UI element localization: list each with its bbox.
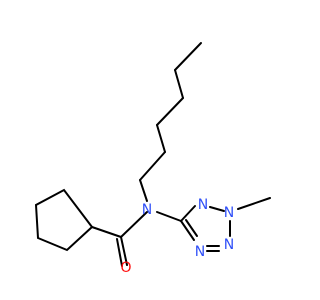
tetrazole-c-n4-bond <box>180 205 196 222</box>
hexyl-bond-4 <box>156 97 184 126</box>
hexyl-bond-3 <box>156 124 166 153</box>
cyclopentane-ring <box>34 188 93 252</box>
atom-label-layer: N O N N N N <box>120 197 234 276</box>
tetrazole-n2-label: N <box>224 237 234 253</box>
carbonyl-to-ring-bond <box>91 226 122 238</box>
hexyl-bond-1 <box>139 179 148 202</box>
tetrazole-n1-label: N <box>224 205 234 221</box>
carbonyl-double-bond-b <box>116 238 123 267</box>
hexyl-bond-5 <box>174 69 184 99</box>
bond-layer <box>34 42 271 267</box>
amide-n-carbonyl-bond <box>120 211 148 238</box>
tetrazole-c-n3-bond <box>180 220 195 241</box>
chemical-structure: N O N N N N <box>34 42 271 276</box>
tetrazole-n4-n1-bond <box>209 206 225 212</box>
tetrazole-n3-label: N <box>195 244 205 260</box>
amide-n-tetrazole-bond <box>156 211 182 222</box>
n-methyl-bond <box>237 197 271 210</box>
amide-nitrogen-label: N <box>142 202 152 218</box>
carbonyl-oxygen-label: O <box>120 260 131 276</box>
tetrazole-n4-label: N <box>198 197 208 213</box>
hexyl-bond-2 <box>139 151 166 181</box>
hexyl-bond-6 <box>174 42 202 71</box>
carbonyl-double-bond-a <box>120 236 128 266</box>
tetrazole-c-n3-double-bond <box>185 219 198 237</box>
